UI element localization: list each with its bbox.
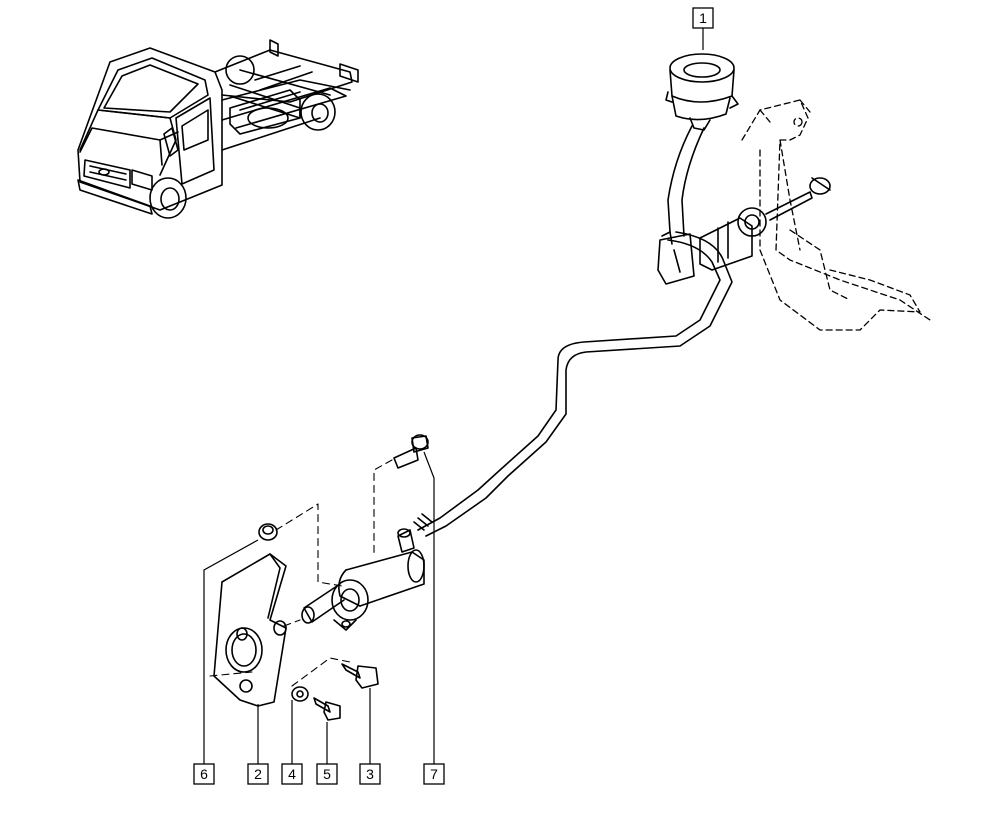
callout-3: 3 <box>359 763 381 785</box>
bleed-screw <box>393 434 429 469</box>
callout-7: 7 <box>423 763 445 785</box>
leader-lines <box>203 28 704 764</box>
callout-7-label: 7 <box>430 766 438 782</box>
callout-6-label: 6 <box>200 766 208 782</box>
callout-2-label: 2 <box>254 766 262 782</box>
clutch-slave-cylinder <box>301 528 425 631</box>
callout-2: 2 <box>247 763 269 785</box>
callout-1-label: 1 <box>699 10 707 26</box>
slave-cylinder-bracket <box>213 553 287 707</box>
clutch-pedal <box>741 99 931 331</box>
nut <box>258 523 278 541</box>
callout-5: 5 <box>316 763 338 785</box>
callout-5-label: 5 <box>323 766 331 782</box>
washer <box>291 686 309 702</box>
bolt-large <box>341 663 379 689</box>
callout-4: 4 <box>281 763 303 785</box>
bolt-small <box>313 697 341 721</box>
callout-1: 1 <box>692 7 714 29</box>
alignment-lines <box>209 459 393 687</box>
clutch-hydraulic-pipe <box>413 231 733 537</box>
callout-6: 6 <box>193 763 215 785</box>
clutch-fluid-reservoir <box>665 53 739 131</box>
vehicle-illustration <box>77 39 359 219</box>
callout-3-label: 3 <box>366 766 374 782</box>
callout-4-label: 4 <box>288 766 296 782</box>
clutch-master-cylinder <box>657 125 831 285</box>
